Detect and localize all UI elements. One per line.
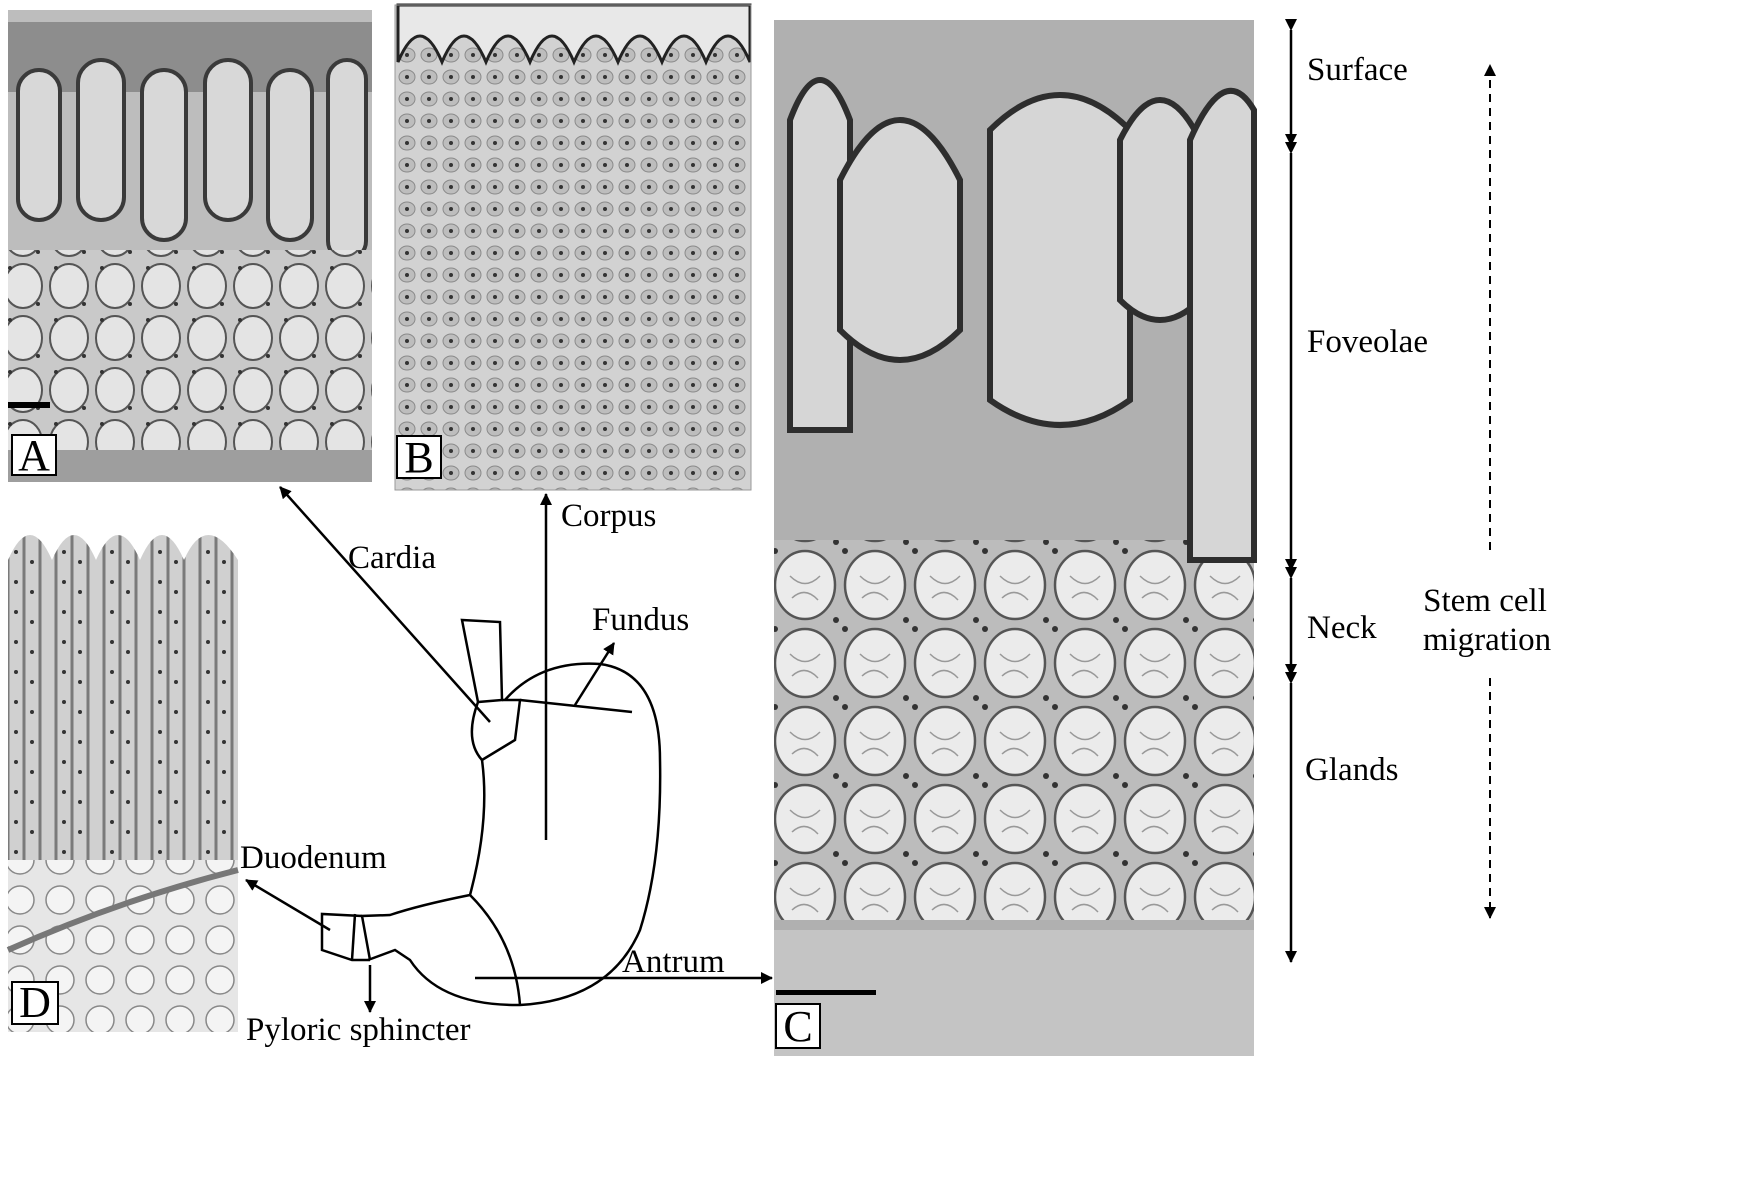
pointer-arrows [246,487,772,1012]
panel-b-micrograph: B [395,5,751,490]
antrum-boundary [470,895,520,1005]
panel-d-label: D [19,978,51,1027]
esophagus [462,620,502,702]
stomach-diagram [322,620,660,1005]
panel-b-label: B [404,433,433,482]
zone-glands-label: Glands [1305,752,1399,788]
label-cardia: Cardia [348,540,436,576]
panel-c-micrograph: C [774,20,1254,1056]
arrow-to-panel-d [246,880,330,930]
scale-bar [8,402,50,408]
label-duodenum: Duodenum [240,840,387,876]
migration-label-line2: migration [1423,622,1551,658]
scale-bar [776,990,876,995]
stomach-outline [368,664,660,1005]
label-antrum: Antrum [622,944,725,980]
zone-foveolae-label: Foveolae [1307,324,1428,360]
arrow-fundus [575,643,614,705]
panel-c-label: C [783,1002,812,1051]
zone-neck-label: Neck [1307,610,1377,646]
label-corpus: Corpus [561,498,656,534]
panel-d-micrograph: D [8,512,238,1032]
migration-label-line1: Stem cell [1423,583,1547,619]
panel-a-micrograph: A [8,10,372,482]
pyloric-line [352,914,355,960]
arrow-to-panel-a [280,487,490,722]
zone-surface-label: Surface [1307,52,1408,88]
panel-a-label: A [18,431,50,480]
label-fundus: Fundus [592,602,689,638]
label-pyloric-sphincter: Pyloric sphincter [246,1012,471,1048]
